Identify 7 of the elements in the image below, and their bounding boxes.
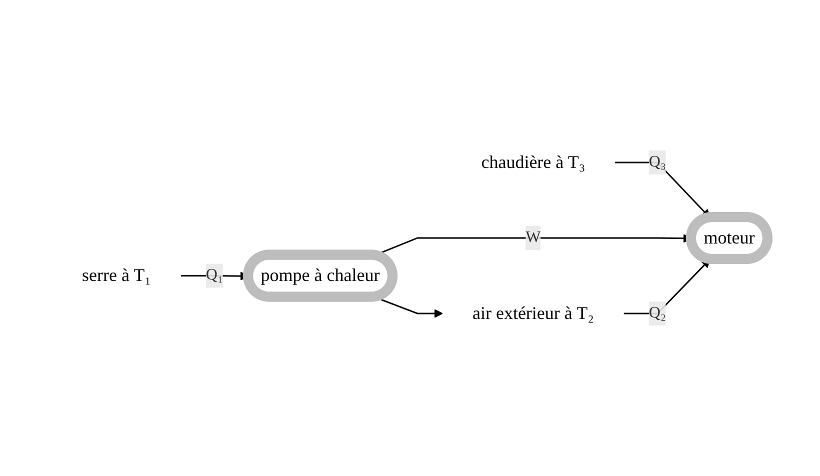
edge-label: Q₁ [206, 266, 224, 284]
node-text: serre à T₁ [82, 265, 152, 286]
node-text: air extérieur à T₂ [472, 302, 594, 323]
node-text: chaudière à T₃ [481, 152, 586, 172]
edge-label: Q₃ [649, 154, 666, 170]
edge-label: Q₂ [649, 304, 666, 322]
edge-label: W [526, 228, 541, 246]
